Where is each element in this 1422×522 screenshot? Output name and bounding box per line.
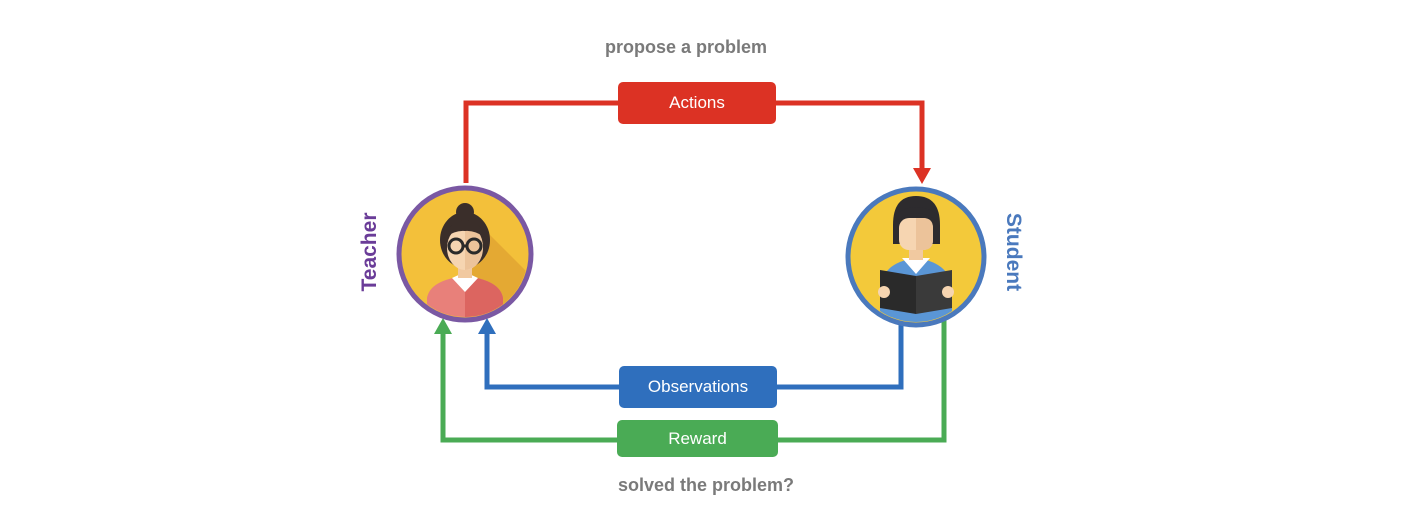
student-label: Student: [1002, 212, 1025, 292]
observations-label: Observations: [647, 377, 749, 396]
teacher-avatar-icon: [396, 185, 534, 323]
actions-box: Actions: [618, 82, 776, 124]
bottom-caption: solved the problem?: [617, 475, 795, 495]
reward-box: Reward: [617, 420, 778, 457]
teacher-label: Teacher: [358, 212, 381, 292]
reward-label: Reward: [668, 428, 727, 448]
student-reading-avatar-icon: [845, 186, 987, 328]
actions-label: Actions: [669, 93, 725, 112]
top-caption: propose a problem: [604, 37, 768, 57]
observations-box: Observations: [619, 366, 777, 408]
